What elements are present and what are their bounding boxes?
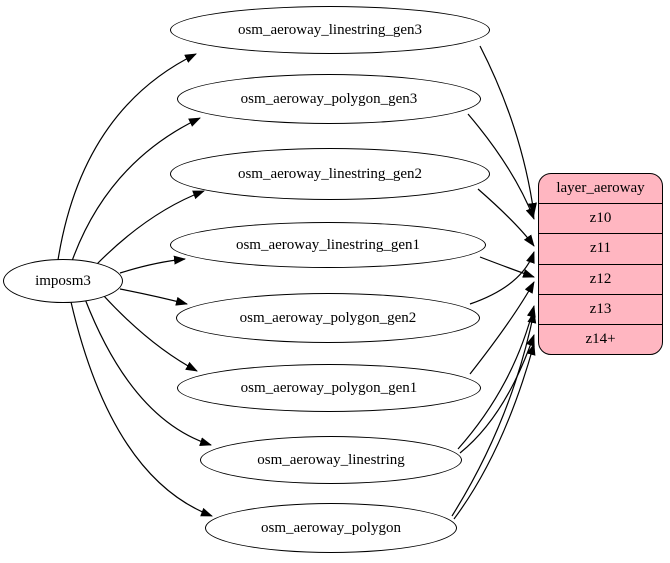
node-imposm3: imposm3 (3, 259, 123, 303)
edge-imposm3-to-osm_aeroway_polygon_gen2 (119, 288, 188, 306)
edge-osm_aeroway_linestring_gen1-to-z12 (479, 256, 535, 278)
edge-osm_aeroway_linestring_gen3-to-z10 (479, 45, 537, 215)
layer-row-z14plus: z14+ (539, 323, 662, 354)
node-osm-aeroway-linestring: osm_aeroway_linestring (200, 436, 462, 484)
edge-imposm3-to-osm_aeroway_polygon_gen3 (71, 117, 201, 262)
edge-osm_aeroway_polygon_gen2-to-z11 (469, 251, 535, 305)
edge-osm_aeroway_polygon_gen1-to-z12 (469, 281, 535, 375)
layer-aeroway-title: layer_aeroway (556, 180, 645, 197)
edge-osm_aeroway_polygon_gen3-to-z10 (467, 113, 535, 220)
edge-imposm3-to-osm_aeroway_polygon_gen1 (102, 294, 198, 372)
node-layer-aeroway: layer_aeroway z10 z11 z12 z13 z14+ (538, 173, 663, 355)
layer-row-z11: z11 (539, 233, 662, 263)
edge-imposm3-to-osm_aeroway_linestring_gen3 (57, 53, 197, 261)
edge-imposm3-to-osm_aeroway_polygon (70, 301, 213, 517)
edge-osm_aeroway_polygon-to-z14+ (453, 343, 536, 520)
node-osm-aeroway-linestring-gen3: osm_aeroway_linestring_gen3 (170, 6, 490, 54)
layer-row-z12: z12 (539, 263, 662, 294)
edge-imposm3-to-osm_aeroway_linestring (84, 298, 212, 446)
edge-imposm3-to-osm_aeroway_linestring_gen2 (94, 190, 205, 267)
node-osm-aeroway-linestring-gen1: osm_aeroway_linestring_gen1 (170, 222, 486, 268)
edge-osm_aeroway_linestring_gen2-to-z11 (477, 188, 535, 247)
layer-row-z10: z10 (539, 203, 662, 233)
node-osm-aeroway-polygon-gen1: osm_aeroway_polygon_gen1 (177, 364, 481, 412)
node-osm-aeroway-polygon-gen3: osm_aeroway_polygon_gen3 (177, 74, 481, 124)
layer-row-z13: z13 (539, 293, 662, 324)
node-osm-aeroway-polygon: osm_aeroway_polygon (205, 503, 457, 553)
node-osm-aeroway-polygon-gen2: osm_aeroway_polygon_gen2 (176, 293, 480, 343)
edge-osm_aeroway_polygon-to-z13 (451, 311, 537, 517)
node-osm-aeroway-linestring-gen2: osm_aeroway_linestring_gen2 (170, 148, 490, 200)
edge-osm_aeroway_linestring-to-z13 (457, 305, 536, 450)
edge-imposm3-to-osm_aeroway_linestring_gen1 (119, 255, 186, 274)
